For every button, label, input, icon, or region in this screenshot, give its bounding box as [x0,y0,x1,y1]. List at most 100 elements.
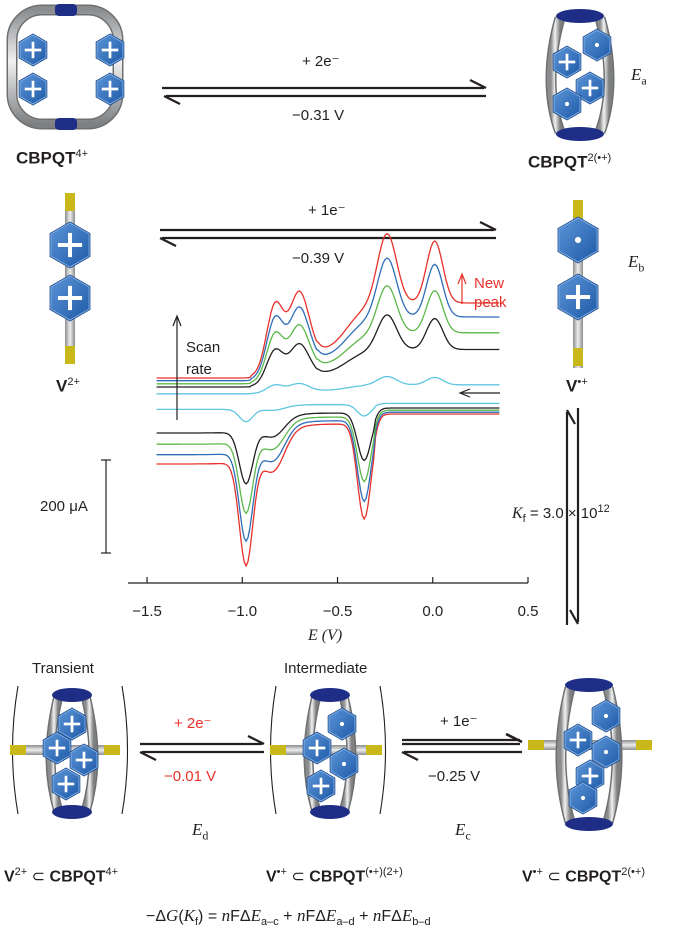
viologen-radical-label-charge: •+ [577,376,588,388]
complex3-guest-charge: •+ [532,866,543,878]
complex3-guest: V [522,868,533,886]
cv-trace [156,314,500,485]
scan-rate-label: Scan rate [186,337,220,381]
energy-b-subscript: b [638,260,645,275]
energy-c-symbol: E [455,820,466,839]
eq-n1: n [221,906,231,925]
complex3-label: V•+ ⊂ CBPQT2(•+) [522,866,645,886]
equilibrium-arrow-vertical [565,408,580,625]
arrow-middle-potential-label: −0.39 V [292,250,345,267]
complex2-guest-charge: •+ [276,866,287,878]
complex2-host-charge: (•+)(2+) [365,866,403,878]
arrow-bottom-left-potential-label: −0.01 V [164,768,217,785]
arrow-bottom-right-potential-label: −0.25 V [428,768,481,785]
plus-ring-icon [49,221,91,269]
transient-label: Transient [32,660,94,677]
complex2-label: V•+ ⊂ CBPQT(•+)(2+) [266,866,403,886]
eq-e1: E [250,906,261,925]
plus-ring-icon [95,72,125,106]
viologen-radical-icon [557,200,599,368]
complex1-label: V2+ ⊂ CBPQT4+ [4,866,118,886]
equilibrium-arrow-middle [159,221,497,247]
equilibrium-constant-label: Kf = 3.0 × 1012 [512,503,610,525]
eq-n3: n [372,906,382,925]
viologen-dication-icon [49,193,91,364]
scan-rate-label-line2: rate [186,361,212,378]
arrow-top-electron-label: + 2e⁻ [302,53,340,70]
eq-g: G [166,906,179,925]
cv-plot [156,232,500,568]
scale-bar [101,459,111,554]
viologen-radical-label: V•+ [566,376,588,397]
energy-c-subscript: c [465,828,471,843]
viologen-dication-label: V2+ [56,376,80,397]
complex1-subset: ⊂ [31,868,46,886]
radical-ring-icon [582,28,612,62]
eq-k: K [183,906,195,925]
eq-f1: FΔ [230,908,251,925]
x-tick-label: −1.0 [227,603,257,620]
equilibrium-arrow-bottom-left [139,735,265,761]
eq-e2: E [325,906,337,925]
cv-trace [156,284,500,515]
plus-ring-icon [49,274,91,322]
radical-ring-icon [591,699,621,733]
viologen-dication-label-name: V [56,376,68,396]
plus-ring-icon [552,45,582,79]
radical-ring-icon [552,87,582,121]
complex1-guest: V [4,868,15,886]
complex2-guest: V [266,868,277,886]
plus-ring-icon [563,723,593,757]
equilibrium-arrow-top [162,79,487,105]
arrow-bottom-right-electron-label: + 1e⁻ [440,713,478,730]
cv-trace [156,232,500,568]
energy-a-label: Ea [631,65,647,88]
energy-c-label: Ec [455,820,471,843]
complex1-host: CBPQT [49,868,106,886]
equilibrium-arrow-bottom-right [401,732,523,761]
k-symbol: K [512,505,523,522]
new-peak-arrow-icon [457,272,467,304]
plus-ring-icon [51,767,81,801]
complex2-host: CBPQT [309,868,366,886]
cv-trace [156,257,500,543]
arrow-bottom-left-electron-label: + 2e⁻ [174,715,212,732]
eq-k-sub: f [194,916,199,929]
energy-d-symbol: E [192,820,203,839]
energy-b-label: Eb [628,252,644,275]
plus-ring-icon [57,707,87,741]
radical-ring-icon [329,747,359,781]
x-tick-label: 0.5 [518,603,539,620]
cbpqt4-label: CBPQT4+ [16,148,88,169]
eq-plus2: + [354,908,373,925]
cbpqt4-ring-icon [6,4,125,130]
plus-ring-icon [557,273,599,321]
complex2-subset: ⊂ [291,868,305,886]
complex1-guest-charge: 2+ [14,866,28,878]
energy-a-symbol: E [631,65,642,84]
cv-trace [156,375,500,423]
eq-f3: FΔ [381,908,402,925]
eq-sub-bd: b–d [412,916,431,929]
eq-f2: FΔ [305,908,326,925]
x-tick-label: −1.5 [132,603,162,620]
x-tick-label: 0.0 [422,603,443,620]
eq-minus-delta: −Δ [146,908,167,925]
eq-sub-ac: a–c [260,916,279,929]
cbpqt-diradical-label-charge: 2(•+) [587,152,612,164]
plus-ring-icon [42,731,72,765]
radical-ring-icon [327,707,357,741]
plus-ring-icon [69,743,99,777]
new-peak-label-line1: New [474,275,505,292]
cbpqt4-label-charge: 4+ [75,148,89,160]
arrow-top-potential-label: −0.31 V [292,107,345,124]
plus-ring-icon [302,731,332,765]
cbpqt-diradical-label-name: CBPQT [528,152,588,172]
k-subscript: f [522,513,526,525]
plus-ring-icon [306,769,336,803]
complex-transient-icon [10,688,120,819]
complex1-host-charge: 4+ [105,866,119,878]
energy-d-subscript: d [202,828,209,843]
